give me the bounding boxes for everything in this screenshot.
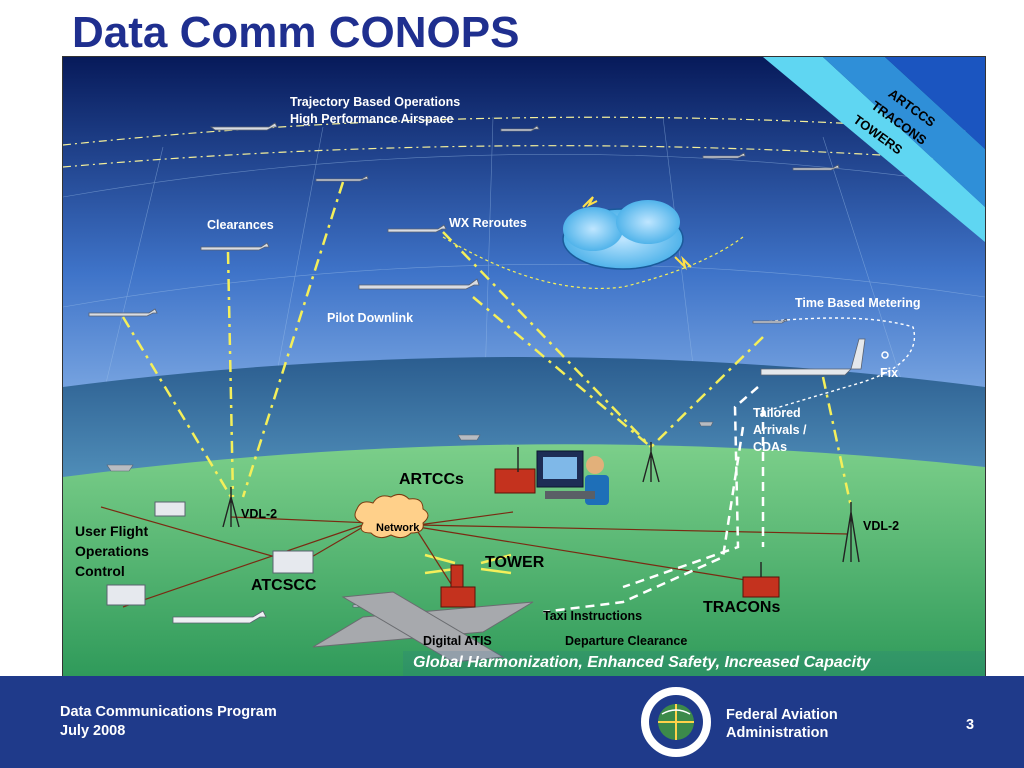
globe-grid [63, 116, 985, 448]
label-digital-atis: Digital ATIS [423, 634, 492, 648]
tracon-building [742, 576, 780, 598]
label-tailored-2: Arrivals / [753, 423, 807, 437]
label-artccs: ARTCCs [399, 471, 464, 488]
metering-path [762, 317, 915, 413]
vdl2-antennas [222, 442, 860, 577]
footer-agency-2: Administration [726, 725, 829, 741]
conops-diagram: ARTCCS TRACONS TOWERS Trajectory Based O… [62, 56, 986, 678]
tower-radio-waves [424, 553, 512, 575]
sea [63, 357, 985, 477]
label-departure-clearance: Departure Clearance [565, 634, 688, 648]
page-number: 3 [966, 717, 975, 733]
uoc-building [106, 584, 146, 606]
ships [106, 421, 714, 472]
footer-agency-1: Federal Aviation [726, 707, 838, 723]
wx-reroute-path [442, 236, 744, 290]
aircraft [88, 122, 866, 624]
label-wx-reroutes: WX Reroutes [449, 216, 527, 230]
label-clearances: Clearances [207, 218, 274, 232]
label-time-based-metering: Time Based Metering [795, 296, 921, 310]
label-pilot-downlink: Pilot Downlink [327, 311, 414, 325]
label-user-flight-1: User Flight [75, 523, 149, 539]
operator-workstation [536, 450, 609, 505]
label-vdl2-left: VDL-2 [241, 507, 278, 521]
tower-building [440, 586, 476, 608]
datalink-lines [121, 181, 853, 508]
trajectory-line-mid [63, 145, 985, 168]
label-fix: Fix [880, 366, 899, 380]
weather-cloud [562, 196, 692, 271]
label-tailored-3: CDAs [753, 440, 788, 454]
label-atcscc: ATCSCC [251, 577, 317, 594]
label-tracons: TRACONs [703, 599, 781, 616]
tower-cab [450, 564, 464, 588]
label-trajectory-1: Trajectory Based Operations [290, 95, 461, 109]
label-network: Network [376, 522, 420, 534]
uoc-building-2 [154, 501, 186, 517]
label-user-flight-2: Operations [75, 543, 149, 559]
facilities [106, 450, 780, 608]
land [63, 444, 985, 677]
label-user-flight-3: Control [75, 563, 125, 579]
footer-bar: Data Communications Program July 2008 Fe… [0, 676, 1024, 768]
tagline-backdrop [403, 651, 985, 677]
label-trajectory-2: High Performance Airspace [290, 112, 454, 126]
label-tailored-1: Tailored [753, 406, 801, 420]
runway-cross [341, 591, 505, 663]
arrival-paths [542, 386, 765, 614]
fix-marker [881, 351, 889, 359]
artcc-building [494, 468, 536, 494]
faa-seal-icon [639, 685, 713, 759]
network-cloud [354, 493, 429, 539]
atcscc-building [272, 550, 314, 574]
footer-date: July 2008 [60, 723, 126, 739]
label-vdl2-right: VDL-2 [863, 519, 900, 533]
footer-program: Data Communications Program [60, 704, 277, 720]
tagline: Global Harmonization, Enhanced Safety, I… [413, 654, 871, 671]
diagram-artwork [63, 57, 985, 677]
corner-band [763, 57, 985, 242]
label-taxi-instructions: Taxi Instructions [543, 609, 643, 623]
label-tower: TOWER [485, 554, 545, 571]
page-title: Data Comm CONOPS [72, 8, 520, 57]
